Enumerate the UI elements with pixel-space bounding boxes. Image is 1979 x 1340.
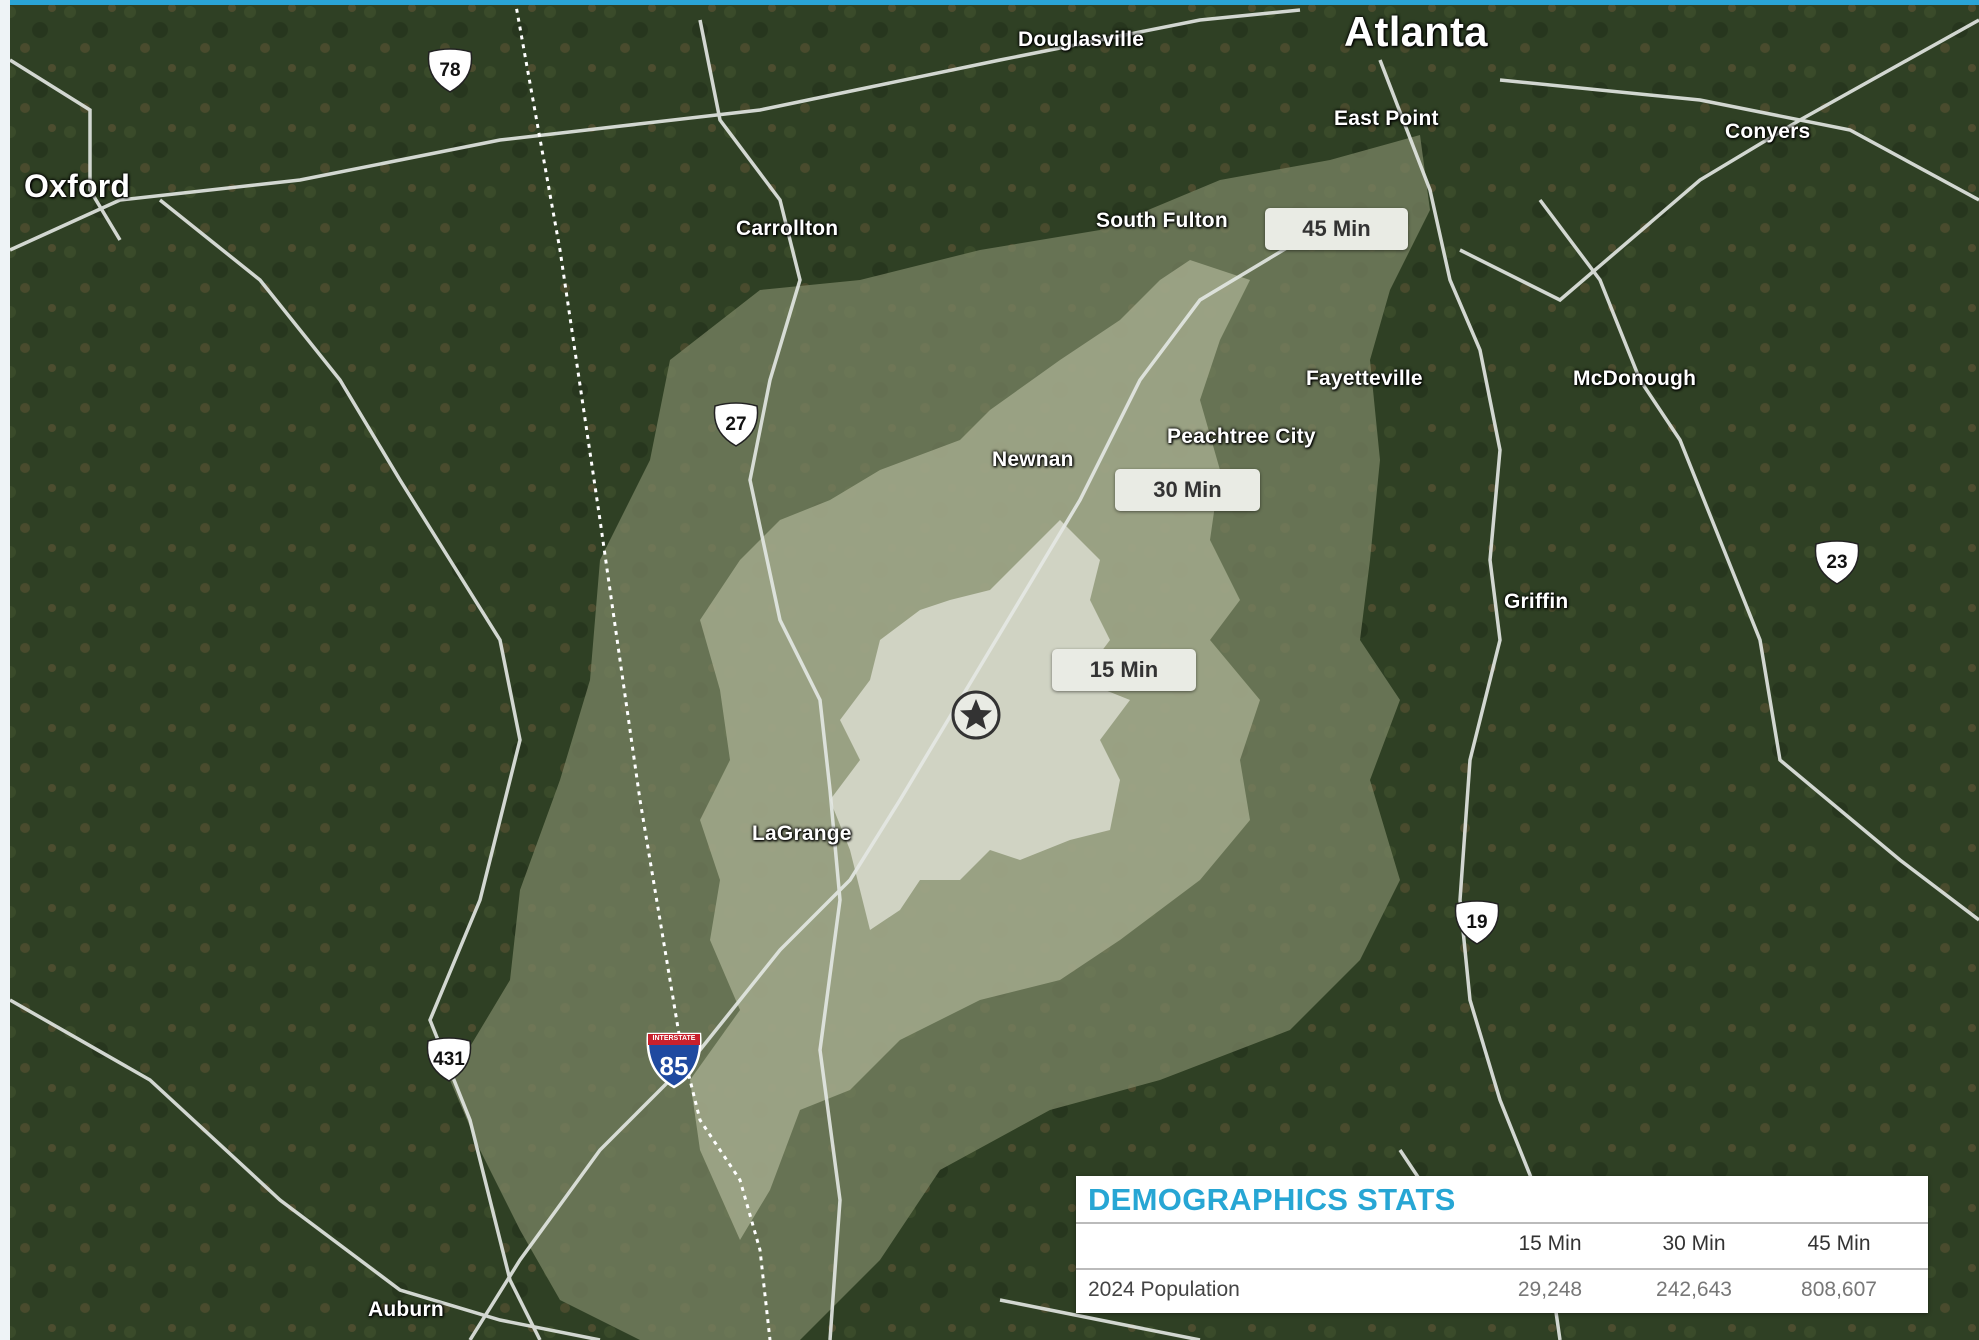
divider <box>1076 1222 1928 1224</box>
row-label-2024-population: 2024 Population <box>1088 1278 1240 1301</box>
column-header-15-min: 15 Min <box>1518 1232 1582 1255</box>
city-label-lagrange: LaGrange <box>752 822 852 845</box>
column-header-45-min: 45 Min <box>1807 1232 1871 1255</box>
interstate-85-shield: INTERSTATE 85 <box>645 1031 703 1089</box>
shield-number: 78 <box>439 60 461 81</box>
city-label-newnan: Newnan <box>992 448 1074 471</box>
column-header-30-min: 30 Min <box>1662 1232 1726 1255</box>
stats-title: DEMOGRAPHICS STATS <box>1088 1182 1456 1217</box>
city-label-atlanta: Atlanta <box>1344 8 1488 55</box>
top-accent-bar <box>0 0 1979 5</box>
city-label-auburn: Auburn <box>368 1298 444 1321</box>
us-route-shield: 27 <box>711 402 761 448</box>
left-border <box>0 0 10 1340</box>
us-route-shield: 19 <box>1452 900 1502 946</box>
cell-population-30-min: 242,643 <box>1656 1278 1732 1301</box>
cell-population-15-min: 29,248 <box>1517 1278 1583 1301</box>
city-label-peachtree-city: Peachtree City <box>1167 425 1316 448</box>
us-route-shield: 23 <box>1812 540 1862 586</box>
shield-number: 23 <box>1826 552 1848 573</box>
city-label-douglasville: Douglasville <box>1018 28 1145 51</box>
interstate-banner: INTERSTATE <box>652 1035 696 1042</box>
star-icon[interactable] <box>951 690 1001 740</box>
city-label-south-fulton: South Fulton <box>1096 209 1228 232</box>
demographics-stats-panel: DEMOGRAPHICS STATS 15 Min 30 Min 45 Min … <box>1076 1176 1928 1313</box>
isochrone-label-15-min: 15 Min <box>1052 649 1196 691</box>
divider <box>1076 1268 1928 1270</box>
shield-number: 27 <box>725 414 747 435</box>
us-route-shield: 431 <box>424 1037 474 1083</box>
road-network <box>9 8 1979 1340</box>
city-label-conyers: Conyers <box>1725 120 1811 143</box>
isochrone-label-45-min: 45 Min <box>1265 208 1408 250</box>
city-label-griffin: Griffin <box>1504 590 1569 613</box>
city-label-carrollton: Carrollton <box>736 217 839 240</box>
city-label-mcdonough: McDonough <box>1573 367 1697 390</box>
shield-number: 19 <box>1466 912 1488 933</box>
cell-population-45-min: 808,607 <box>1801 1278 1877 1301</box>
city-label-east-point: East Point <box>1334 107 1439 130</box>
us-route-shield: 78 <box>425 48 475 94</box>
city-label-oxford: Oxford <box>24 168 131 204</box>
shield-number: 431 <box>433 1049 465 1070</box>
city-label-fayetteville: Fayetteville <box>1306 367 1423 390</box>
isochrone-label-30-min: 30 Min <box>1115 469 1260 511</box>
interstate-number: 85 <box>659 1051 689 1081</box>
